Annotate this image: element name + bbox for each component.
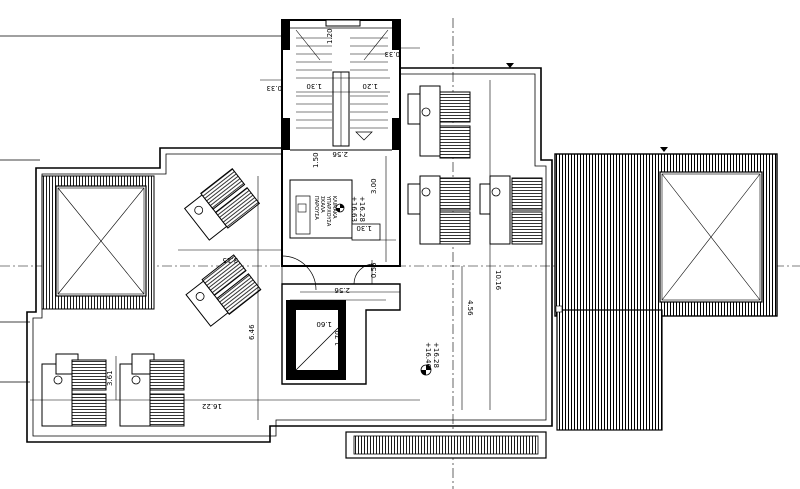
door-swing — [281, 255, 375, 291]
dim-room-width: 3.15 — [222, 256, 238, 264]
stair-treads — [295, 29, 389, 129]
stair-label-3: ΥΠΑΡΧΟΥΣΑ — [325, 195, 331, 227]
level-upper-b: +16.28 — [358, 196, 366, 222]
left-reference-lines — [0, 35, 282, 383]
table-set-7 — [119, 353, 185, 427]
stair-labels: ΠΑΡΟΥΣΑ ΣΚΑΛΑ ΥΠΑΡΧΟΥΣΑ ΚΛΙΜΑΚΑ — [313, 195, 337, 227]
stair-label-1: ΠΑΡΟΥΣΑ — [313, 196, 319, 220]
level-marker-upper — [335, 203, 345, 213]
dim-stair-up: 1.20 — [326, 28, 334, 44]
table-sets — [41, 85, 543, 427]
right-roof-deck — [554, 153, 778, 431]
left-light-well — [41, 175, 155, 310]
dimension-lines — [30, 47, 491, 420]
lift-core — [281, 283, 401, 385]
dim-lift-cabin-h: 1.70 — [334, 330, 342, 346]
terrace-outline — [26, 67, 553, 443]
level-lower-a: +16.46 — [424, 342, 432, 368]
dimension-texts: 1.20 0.33 0.33 1.30 1.20 1.50 2.56 3.00 … — [106, 28, 502, 410]
north-mark-1 — [506, 63, 514, 68]
level-marker-lower — [420, 364, 432, 376]
table-set-1 — [407, 85, 471, 159]
stair-label-2: ΣΚΑΛΑ — [319, 196, 325, 213]
level-upper-a: +16.63 — [350, 196, 358, 222]
dim-left-height: 6.46 — [248, 324, 256, 340]
bottom-planter — [345, 431, 547, 459]
dim-stair-run-left: 1.30 — [306, 82, 322, 90]
dim-niche-width: 1.30 — [356, 224, 372, 232]
stair-core — [281, 19, 401, 267]
terrace-outline-inner — [32, 73, 547, 437]
table-set-4 — [183, 168, 261, 241]
table-set-6 — [41, 353, 107, 427]
stair-label-4: ΚΛΙΜΑΚΑ — [331, 196, 337, 219]
table-set-2 — [407, 175, 471, 245]
dim-stair-landing: 1.50 — [312, 152, 320, 168]
table-set-3 — [479, 175, 543, 245]
dim-table-gap: 3.61 — [106, 370, 114, 386]
level-texts: +16.63 +16.28 +16.46 +16.28 — [350, 196, 440, 368]
table-set-5 — [185, 254, 262, 327]
dim-total-width: 16.22 — [202, 402, 222, 410]
dim-lift-cabin-w: 1.60 — [316, 320, 332, 328]
dim-corridor-width: 2.56 — [332, 150, 348, 158]
dim-right-height: 10.16 — [494, 270, 502, 291]
dim-stair-run-right: 1.20 — [362, 82, 378, 90]
level-lower-b: +16.28 — [432, 342, 440, 368]
dim-shaft-width: 3.00 — [370, 178, 378, 194]
dim-left-offset: 0.33 — [266, 84, 282, 92]
dim-lift-top: 2.56 — [334, 286, 350, 294]
north-mark-2 — [660, 147, 668, 152]
dim-lift-side: 0.55 — [370, 262, 378, 278]
dim-top-offset: 0.33 — [384, 50, 400, 58]
dim-right-depth: 4.56 — [466, 300, 474, 316]
